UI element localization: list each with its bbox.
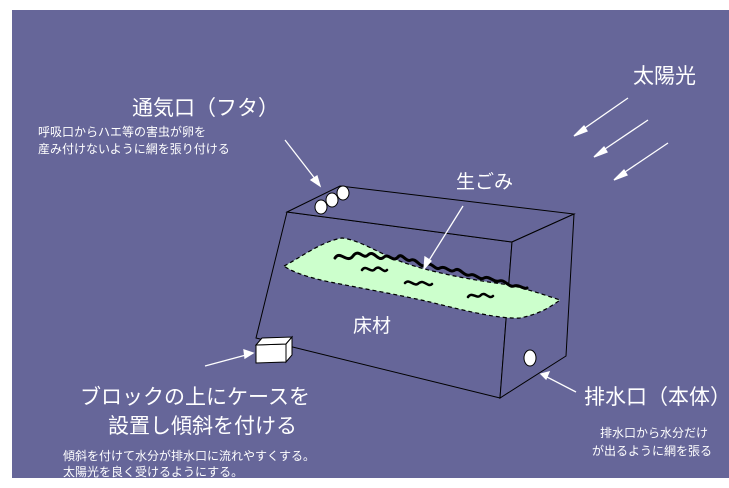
block-title-line-2: 設置し傾斜を付ける [108, 414, 297, 438]
sunlight-arrows [573, 97, 669, 181]
drain-desc-line-1: 排水口から水分だけ [600, 426, 709, 440]
vent-hole [336, 185, 350, 201]
block-desc-line-1: 傾斜を付けて水分が排水口に流れやすくする。 [63, 449, 316, 463]
block-side [285, 335, 293, 364]
drain-desc-line-2: が出るように網を張る [592, 444, 713, 458]
block-title-line-1: ブロックの上にケースを [80, 385, 310, 409]
garbage-squiggle [333, 251, 529, 290]
garbage-squiggle-2 [360, 266, 495, 299]
drain-hole [523, 349, 537, 367]
sunlight-label: 太陽光 [633, 64, 696, 88]
vent-hole [325, 192, 339, 208]
garbage-label: 生ごみ [456, 171, 514, 193]
block-desc-line-2: 太陽光を良く受けるようにする。 [63, 465, 244, 479]
block-front [255, 343, 287, 364]
drain-title: 排水口（本体） [584, 385, 729, 409]
vent-hole [314, 199, 328, 215]
callout-arrows [204, 139, 577, 393]
vent-desc-line-2: 産み付けないように網を張り付ける [38, 142, 230, 156]
vent-desc-line-1: 呼吸口からハエ等の害虫が卵を [38, 125, 207, 139]
vent-title: 通気口（フタ） [132, 96, 279, 120]
bedding-label: 床材 [353, 315, 392, 337]
